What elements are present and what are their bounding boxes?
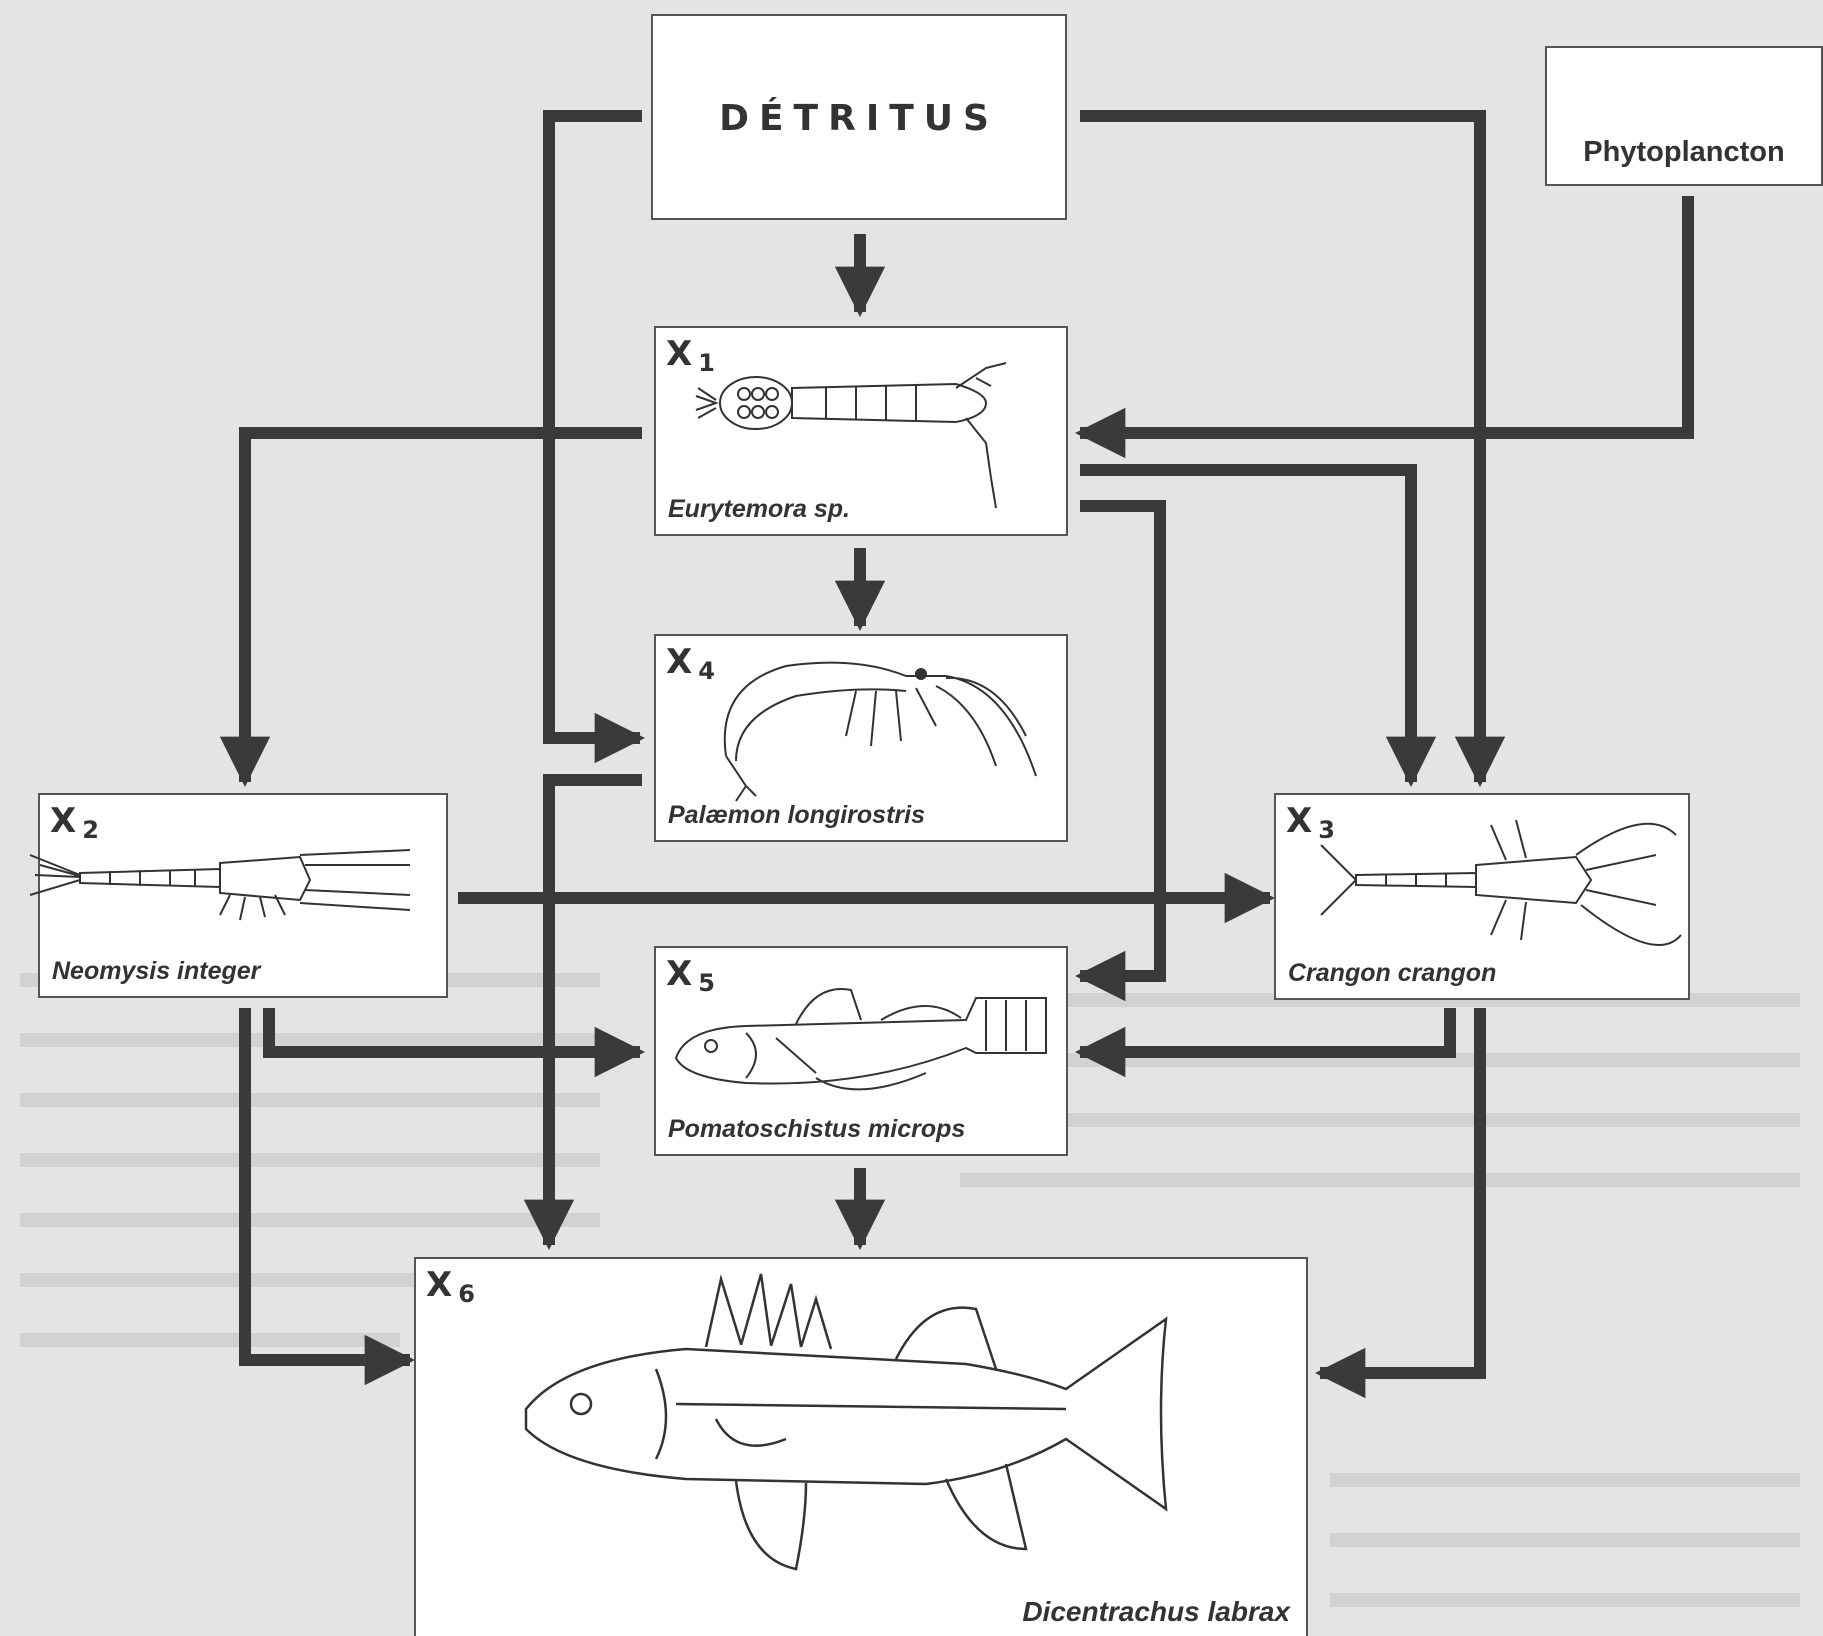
species-name-x5: Pomatoschistus microps bbox=[668, 1115, 965, 1144]
mysid-illustration bbox=[20, 835, 420, 925]
arrow-x3-x5 bbox=[1080, 1008, 1450, 1052]
phytoplancton-label: Phytoplancton bbox=[1547, 136, 1821, 169]
arrow-x1-x3 bbox=[1080, 470, 1411, 782]
species-name-x3: Crangon crangon bbox=[1288, 959, 1496, 988]
species-name-x6: Dicentrachus labrax bbox=[1022, 1596, 1290, 1628]
prawn-illustration bbox=[706, 646, 1056, 806]
goby-illustration bbox=[666, 978, 1066, 1108]
phytoplancton-box: Phytoplancton bbox=[1545, 46, 1823, 186]
shrimp-illustration bbox=[1316, 795, 1686, 965]
species-name-x2: Neomysis integer bbox=[52, 957, 260, 986]
copepod-illustration bbox=[686, 358, 1046, 508]
detritus-label: DÉTRITUS bbox=[653, 98, 1065, 139]
arrow-phytoplancton-x1-x3 bbox=[1080, 196, 1688, 433]
sea-bass-illustration bbox=[506, 1259, 1206, 1579]
arrow-detritus-x3 bbox=[1080, 116, 1480, 782]
arrow-x1-x2 bbox=[245, 433, 642, 782]
arrow-x2-x6 bbox=[245, 1008, 410, 1360]
arrow-x4-x6 bbox=[549, 780, 642, 1245]
species-name-x1: Eurytemora sp. bbox=[668, 495, 850, 524]
detritus-box: DÉTRITUS bbox=[651, 14, 1067, 220]
arrow-x1-x5 bbox=[1080, 506, 1160, 976]
arrow-x2-x5 bbox=[269, 1008, 640, 1052]
species-name-x4: Palæmon longirostris bbox=[668, 801, 925, 830]
arrow-x3-x6 bbox=[1320, 1008, 1480, 1373]
